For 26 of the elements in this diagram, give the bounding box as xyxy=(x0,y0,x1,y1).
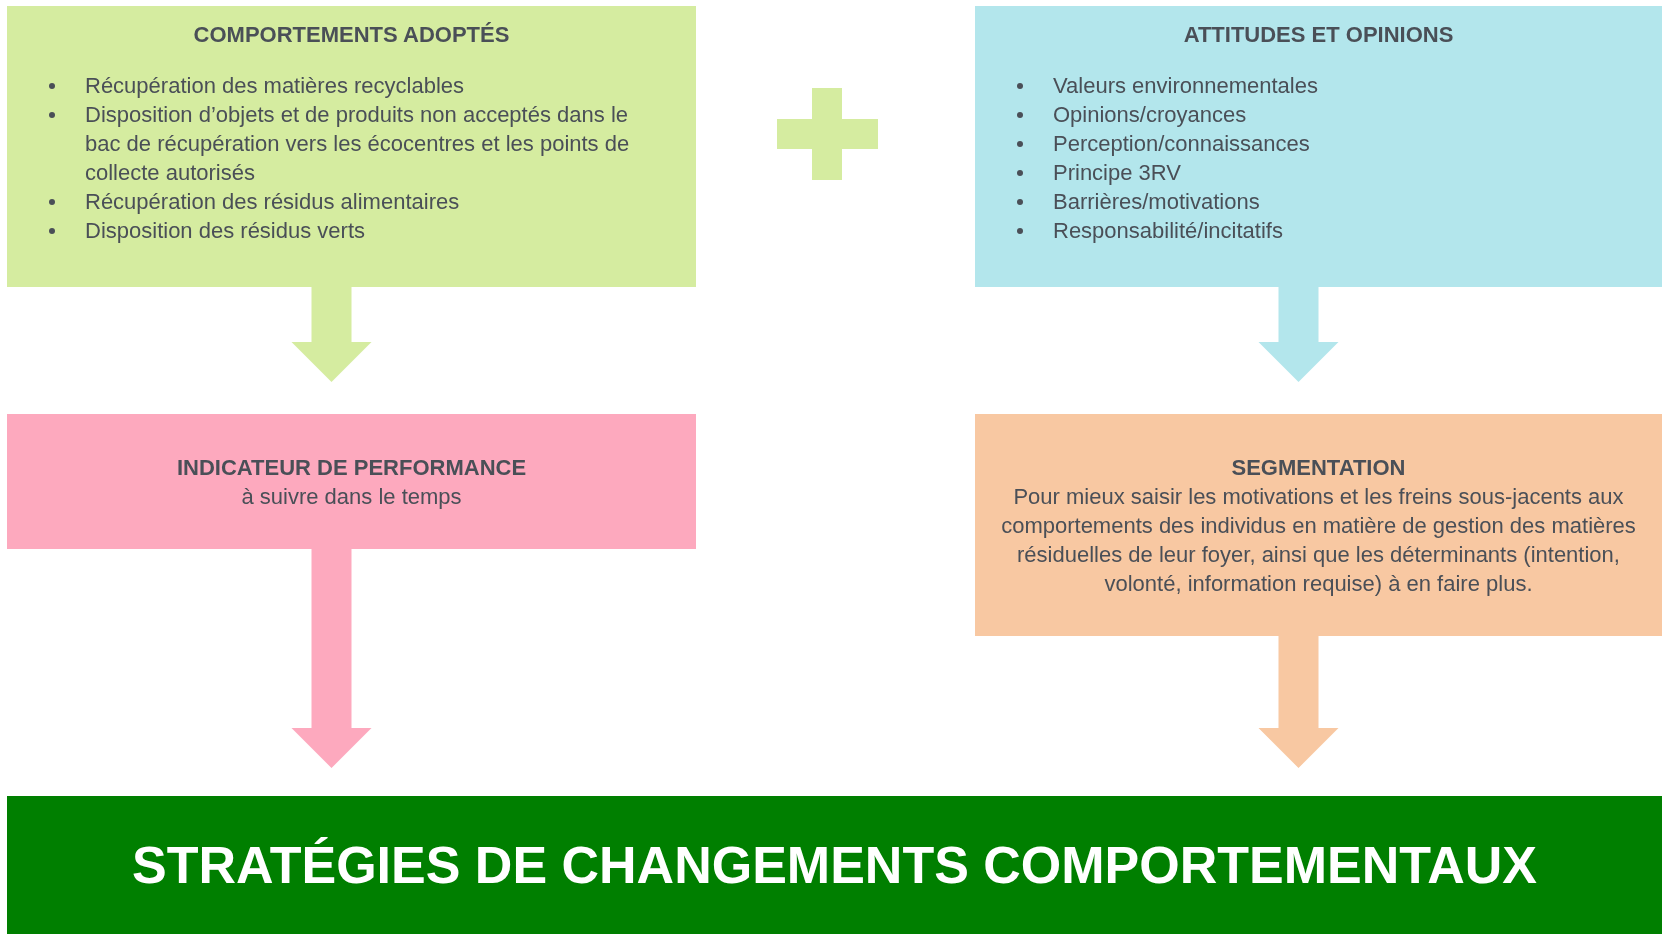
strategy-banner xyxy=(7,796,1662,934)
banner-title: STRATÉGIES DE CHANGEMENTS COMPORTEMENTAUX xyxy=(132,835,1537,896)
box-heading: INDICATEUR DE PERFORMANCE xyxy=(176,453,527,482)
bullet-item: Barrières/motivations xyxy=(1053,188,1260,216)
indicator-box xyxy=(7,414,696,549)
block-arrow xyxy=(291,549,372,768)
bullet-item: Perception/connaissances xyxy=(1053,130,1310,158)
bullet-item: Disposition d’objets et de produits non acceptés dans le bac de récupération vers les écocentres et les points de collecte autorisés xyxy=(85,101,631,187)
bullet-item: Valeurs environnementales xyxy=(1053,72,1318,100)
box-description: à suivre dans le temps xyxy=(241,482,462,511)
bullet-item: Opinions/croyances xyxy=(1053,101,1247,129)
box-heading: SEGMENTATION xyxy=(1231,453,1406,482)
bullet-item: Responsabilité/incitatifs xyxy=(1053,217,1283,245)
block-arrow xyxy=(1258,287,1339,382)
bullet-item: Principe 3RV xyxy=(1053,159,1181,187)
segmentation-box xyxy=(975,414,1662,636)
box-heading: COMPORTEMENTS ADOPTÉS xyxy=(192,21,511,49)
box-description: Pour mieux saisir les motivations et les freins sous-jacents aux comportements des individus en matière de gestion des matières résiduelles de leur foyer, ainsi que les déterminants (intention, volonté, information requise) à en faire plus. xyxy=(1000,482,1637,598)
block-arrow xyxy=(291,287,372,382)
bullet-item: Disposition des résidus verts xyxy=(85,217,365,245)
box-heading: ATTITUDES ET OPINIONS xyxy=(1182,21,1455,49)
behaviour-box xyxy=(7,6,696,287)
bullet-item: Récupération des matières recyclables xyxy=(85,72,465,100)
attitude-box xyxy=(975,6,1662,287)
block-arrow xyxy=(1258,636,1339,768)
bullet-item: Récupération des résidus alimentaires xyxy=(85,188,460,216)
